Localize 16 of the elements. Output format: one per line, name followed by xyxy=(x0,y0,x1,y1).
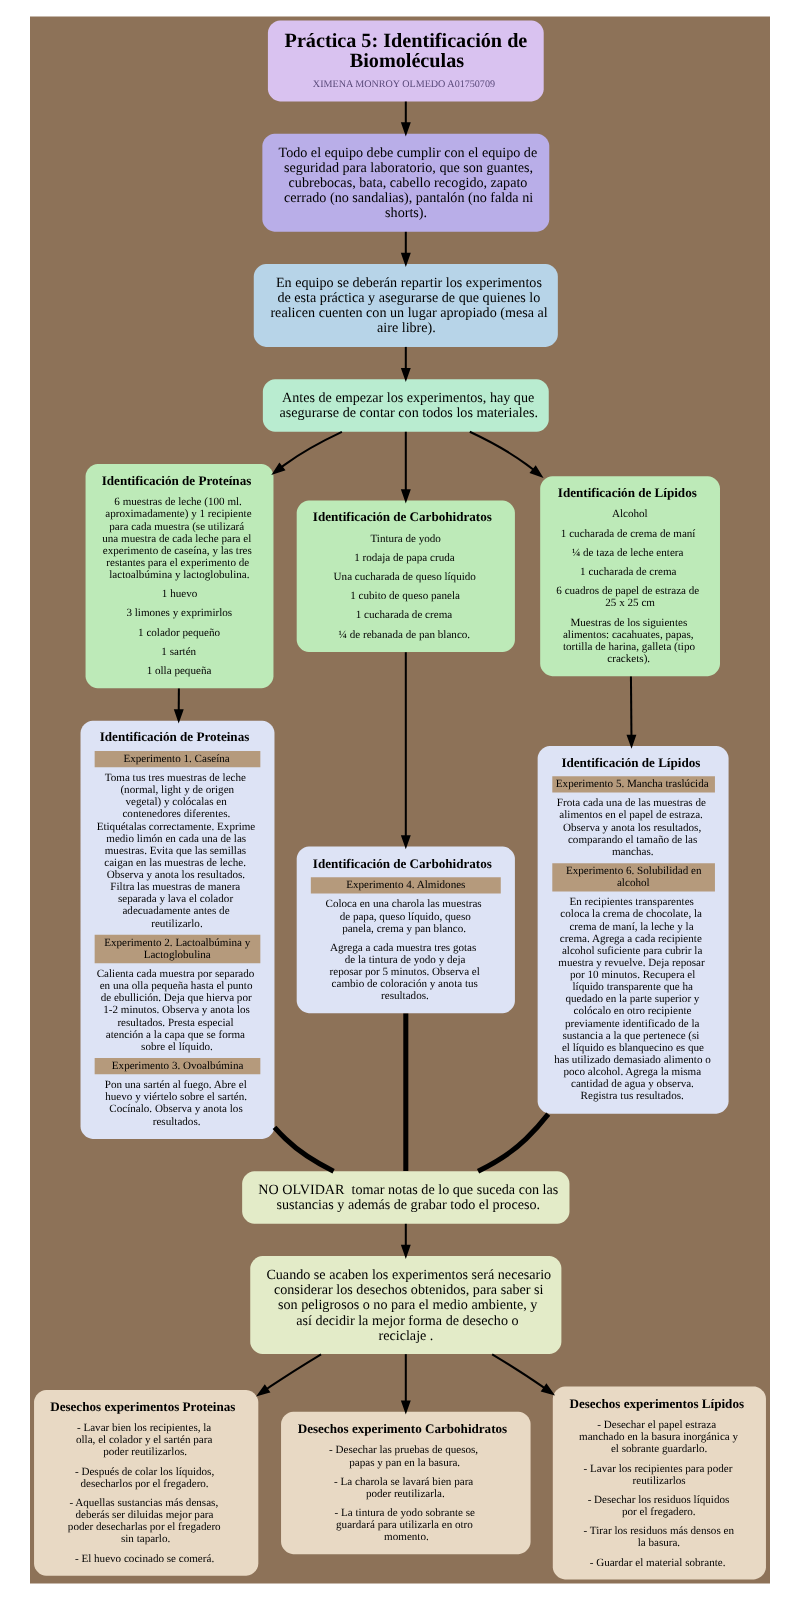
arrow xyxy=(271,430,343,476)
arrow xyxy=(400,101,411,137)
arrow xyxy=(400,1223,411,1259)
arrow xyxy=(626,676,637,749)
arrow xyxy=(400,652,411,850)
arrow xyxy=(400,346,411,383)
arrow xyxy=(400,1354,411,1415)
arrow xyxy=(256,1353,322,1397)
arrow xyxy=(491,1353,556,1396)
connector xyxy=(476,1112,551,1174)
arrow xyxy=(469,430,544,478)
arrow xyxy=(400,431,411,504)
arrow xyxy=(400,231,411,268)
arrow xyxy=(173,688,184,724)
connector xyxy=(403,1013,409,1171)
connector xyxy=(272,1125,335,1174)
